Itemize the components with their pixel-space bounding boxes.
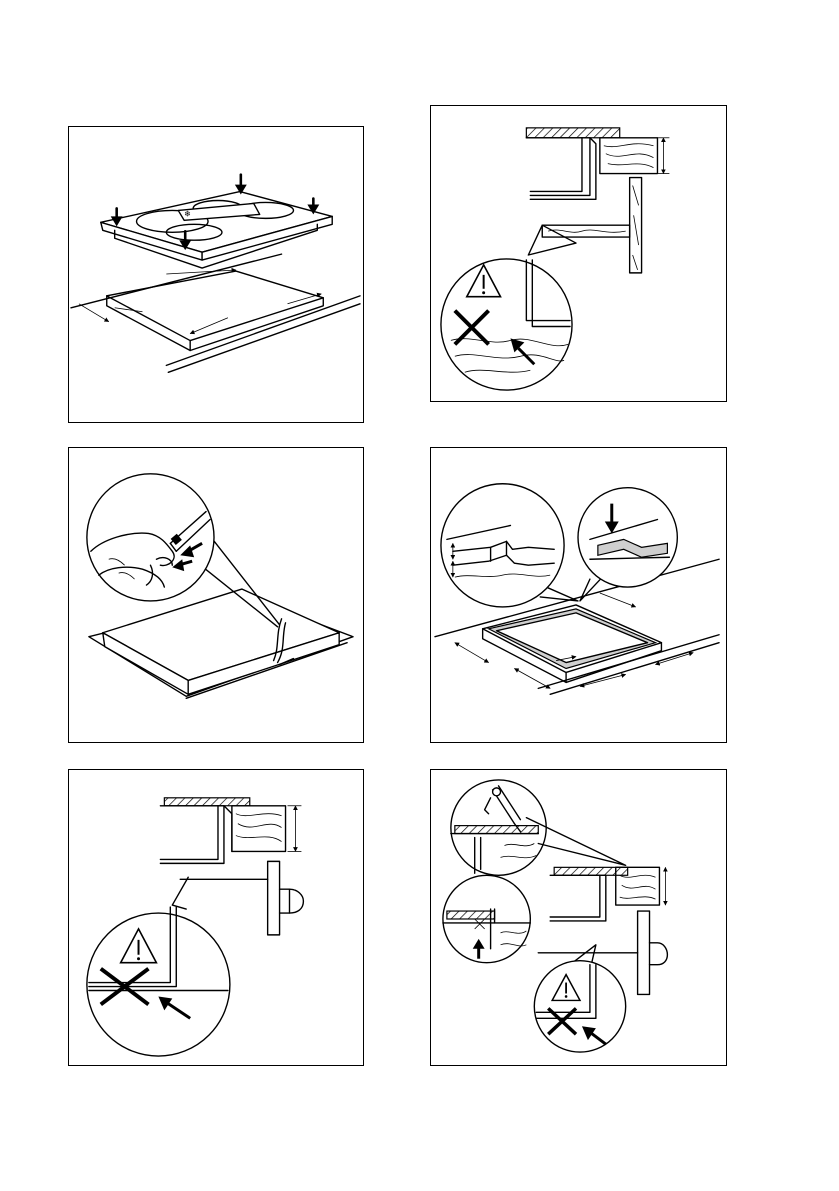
worktop-section-with-drawer-warning-illustration bbox=[68, 769, 364, 1066]
hob-into-cutout-drawing: ❄ bbox=[69, 127, 363, 422]
dimension-arrow-icon bbox=[79, 304, 109, 322]
seal-strip-drawing bbox=[69, 448, 363, 742]
hob-into-cutout-illustration: ❄ bbox=[68, 126, 364, 423]
worktop-section-with-warning-illustration bbox=[430, 105, 727, 402]
silicone-sealant-illustration bbox=[430, 769, 727, 1066]
seal-on-cutout-drawing bbox=[431, 448, 726, 742]
worktop-drawer-drawing bbox=[69, 770, 363, 1065]
seal-on-cutout-edge-illustration bbox=[430, 447, 727, 743]
worktop-section-drawing bbox=[431, 106, 726, 401]
svg-text:❄: ❄ bbox=[184, 209, 191, 218]
seal-strip-application-illustration bbox=[68, 447, 364, 743]
silicone-sealant-drawing bbox=[431, 770, 726, 1065]
